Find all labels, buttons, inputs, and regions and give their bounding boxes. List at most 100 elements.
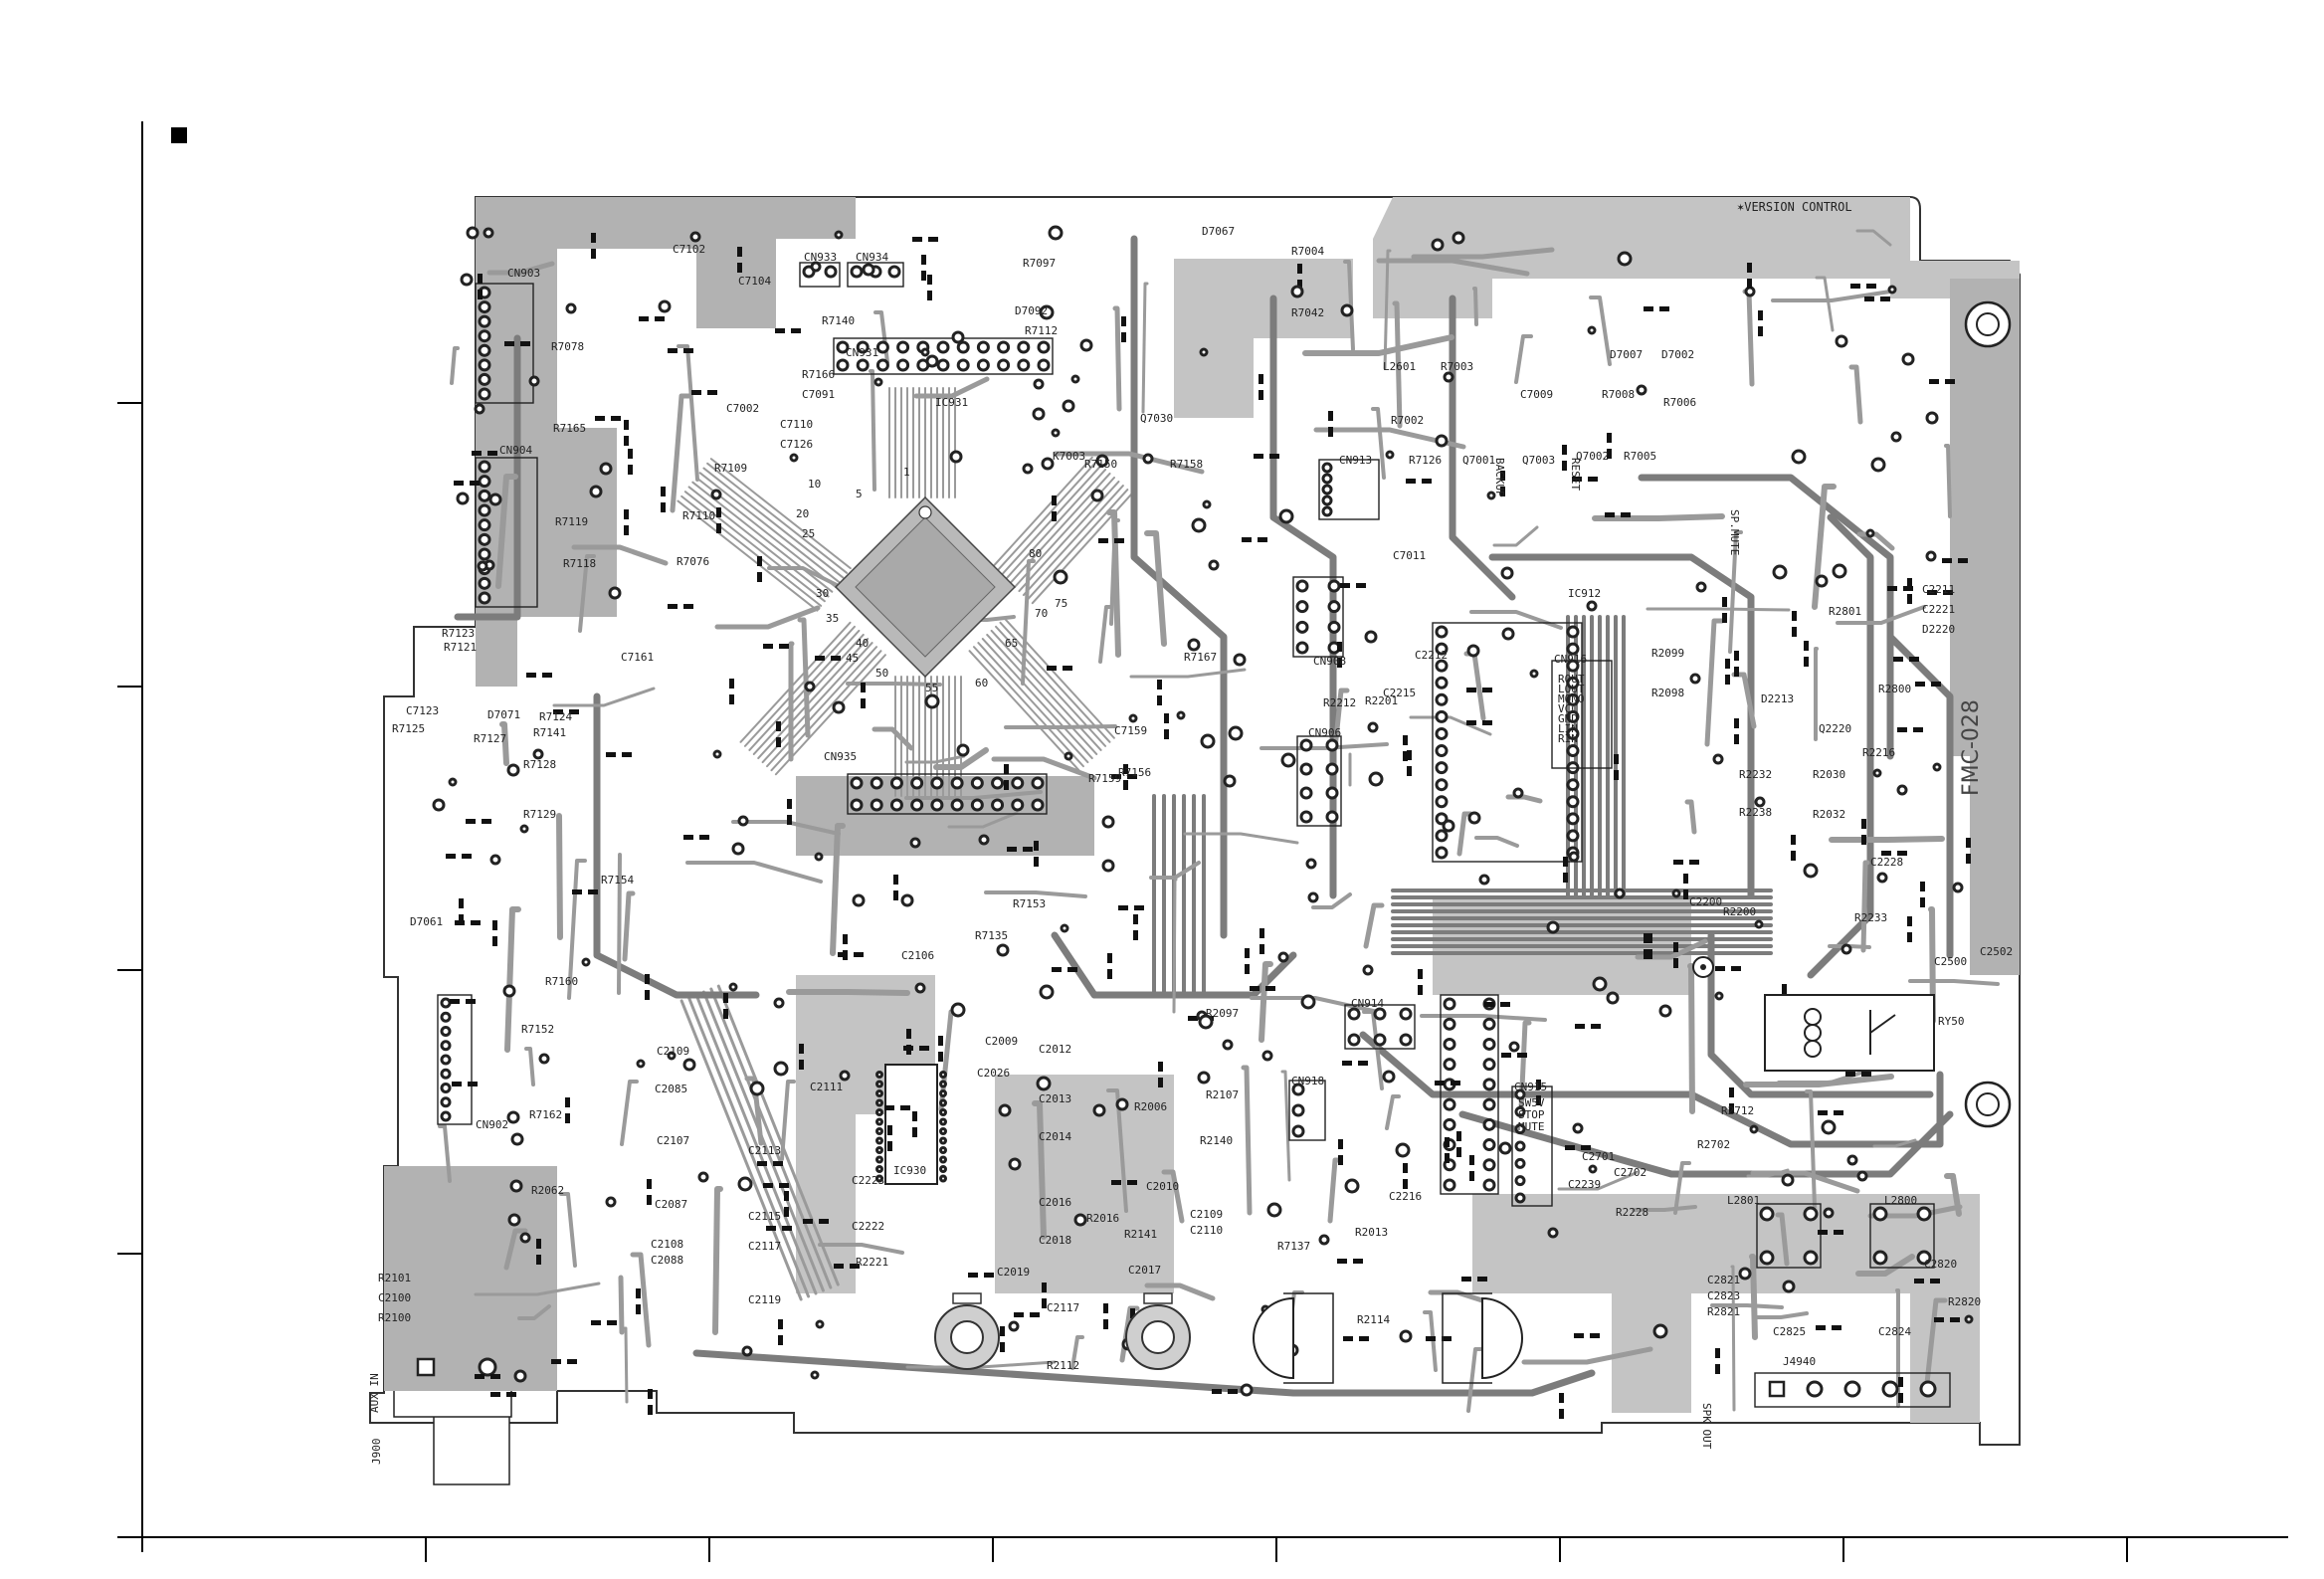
component-reference-label: CN933 xyxy=(804,251,837,264)
smd-pad xyxy=(645,974,650,984)
component-reference-label: R7042 xyxy=(1291,306,1324,319)
pcb-trace xyxy=(786,989,910,996)
pcb-trace xyxy=(1456,811,1473,857)
via xyxy=(1486,491,1496,500)
pcb-pad xyxy=(1482,1158,1496,1172)
pcb-pad xyxy=(1566,692,1580,706)
pcb-pad xyxy=(1321,505,1333,517)
smd-pad xyxy=(1562,445,1567,455)
smd-pad xyxy=(1052,511,1057,521)
smd-pad xyxy=(757,572,762,582)
pcb-trace xyxy=(556,813,563,940)
via xyxy=(1815,574,1829,588)
via xyxy=(636,1059,646,1069)
pcb-pad xyxy=(1759,1250,1775,1266)
smd-pad xyxy=(636,1304,641,1314)
via xyxy=(1501,627,1515,641)
pcb-pad xyxy=(1443,1017,1456,1031)
pcb-trace xyxy=(714,605,821,630)
via xyxy=(1876,872,1888,884)
component-reference-label: C2108 xyxy=(651,1238,683,1251)
smd-pad xyxy=(595,416,605,421)
smd-pad xyxy=(1340,583,1350,588)
smd-pad xyxy=(861,698,866,708)
pcb-trace xyxy=(1855,1254,1915,1277)
smd-pad xyxy=(723,993,728,1003)
pcb-pad xyxy=(850,798,864,812)
component-reference-label: R7140 xyxy=(822,314,855,327)
component-reference-label: R2140 xyxy=(1200,1134,1233,1147)
smd-pad xyxy=(1644,949,1648,959)
smd-pad xyxy=(778,1319,783,1329)
via xyxy=(460,273,474,287)
via xyxy=(1092,1103,1106,1117)
via xyxy=(510,1132,524,1146)
via xyxy=(1115,1097,1129,1111)
smd-pad xyxy=(927,275,932,285)
pcb-pad xyxy=(1327,620,1341,634)
pcb-pad xyxy=(1566,744,1580,758)
component-reference-label: C2117 xyxy=(748,1240,781,1253)
smd-pad xyxy=(1337,1259,1347,1264)
smd-pad xyxy=(622,752,632,757)
pcb-pad xyxy=(1435,761,1449,775)
pcb-trace xyxy=(1805,1089,1817,1209)
smd-pad xyxy=(912,1127,917,1137)
pcb-pad xyxy=(896,358,910,372)
relay-ry50 xyxy=(1764,994,1935,1072)
via xyxy=(1223,774,1237,788)
smd-pad xyxy=(1456,1131,1461,1141)
smd-pad xyxy=(1818,1230,1828,1235)
smd-pad xyxy=(887,1141,892,1151)
pcb-trace xyxy=(1112,305,1122,412)
smd-pad xyxy=(1456,1147,1461,1157)
smd-pad xyxy=(1729,1087,1734,1097)
smd-pad xyxy=(1958,558,1968,563)
component-reference-label: R2800 xyxy=(1878,683,1911,695)
via xyxy=(489,854,501,866)
smd-pad xyxy=(1245,964,1250,974)
pcb-pad xyxy=(1566,676,1580,690)
smd-pad xyxy=(492,936,497,946)
pcb-trace xyxy=(1376,258,1530,277)
pcb-trace xyxy=(1027,489,1129,601)
pcb-trace xyxy=(1812,484,1837,610)
via xyxy=(1754,796,1766,808)
smd-pad xyxy=(1338,1155,1343,1165)
smd-pad xyxy=(504,341,514,346)
smd-pad xyxy=(1563,873,1568,883)
component-reference-label: R7152 xyxy=(521,1023,554,1036)
smd-pad xyxy=(1943,590,1953,595)
pcb-trace xyxy=(1589,296,1612,366)
via xyxy=(1592,976,1608,992)
pin-number-label: 45 xyxy=(846,652,859,665)
pcb-pad xyxy=(1435,829,1449,843)
via xyxy=(1382,1070,1396,1084)
smd-pad xyxy=(1861,1072,1871,1077)
smd-pad xyxy=(1297,280,1302,290)
via xyxy=(1399,1329,1413,1343)
smd-pad xyxy=(1845,1072,1855,1077)
pcb-pad xyxy=(1482,1078,1496,1091)
pcb-trace xyxy=(712,1186,723,1335)
pcb-trace xyxy=(1944,1173,1962,1217)
pin-number-label: 65 xyxy=(1005,637,1018,650)
pcb-pad xyxy=(856,340,870,354)
smd-pad xyxy=(639,316,649,321)
smd-pad xyxy=(1920,897,1925,907)
pcb-trace xyxy=(991,456,1093,568)
component-reference-label: R7005 xyxy=(1624,450,1656,463)
smd-pad xyxy=(1469,1171,1474,1181)
via xyxy=(712,749,722,759)
via xyxy=(1431,238,1445,252)
component-reference-label: R7165 xyxy=(553,422,586,435)
via xyxy=(728,982,738,992)
smd-pad xyxy=(1818,1110,1828,1115)
smd-pad xyxy=(819,1219,829,1224)
pcb-pad xyxy=(1325,810,1339,824)
smd-pad xyxy=(569,709,579,714)
smd-pad xyxy=(588,889,598,894)
via xyxy=(697,1171,709,1183)
pcb-trace xyxy=(743,625,856,747)
via xyxy=(506,763,520,777)
